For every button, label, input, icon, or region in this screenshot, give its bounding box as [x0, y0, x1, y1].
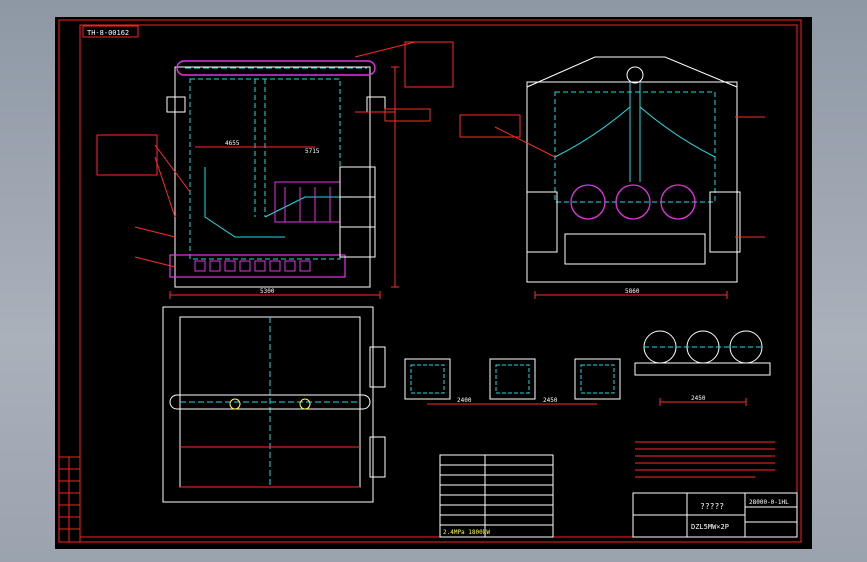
outer-border	[58, 19, 802, 543]
top-drum	[176, 60, 376, 76]
front-inner-dimension: 4655	[225, 140, 240, 147]
section-a	[404, 358, 451, 400]
binding-strip	[58, 456, 81, 543]
title-block-drawing-number: 28000-0-1HL	[749, 499, 789, 506]
side-view: 5860	[459, 56, 765, 299]
spec-table: 2.4MPa 1800kW	[439, 454, 554, 538]
note-box	[384, 108, 431, 122]
front-height-dimension: 5715	[305, 148, 320, 155]
furnace-tube-2	[615, 184, 651, 220]
section-c	[574, 358, 621, 400]
note-box	[404, 41, 454, 88]
boiler-drawing: TH-8-00162	[58, 19, 802, 543]
section-b	[489, 358, 536, 400]
note-box	[459, 114, 521, 138]
plan-drum	[169, 394, 371, 410]
drawing-code-tag: TH-8-00162	[82, 25, 139, 38]
front-width-dimension: 5300	[260, 288, 275, 295]
section-dimension-2: 2450	[543, 397, 558, 404]
section-views: 2400 2450	[404, 358, 621, 405]
title-block-model: DZL5MW×2P	[691, 523, 729, 531]
plan-view	[162, 306, 386, 503]
drum-spacing-dimension: 2450	[691, 395, 706, 402]
top-drum-section	[626, 66, 644, 84]
front-view: 5300 5715 4655	[96, 41, 454, 299]
furnace-tube-3	[660, 184, 696, 220]
title-block-main-title: ?????	[700, 502, 724, 511]
section-dimension-1: 2400	[457, 397, 472, 404]
note-box	[96, 134, 158, 176]
drum-end-view: 2450	[634, 330, 771, 406]
furnace-tube-1	[570, 184, 606, 220]
technical-notes	[635, 441, 775, 478]
inner-border	[79, 24, 798, 538]
spec-table-text: 2.4MPa 1800kW	[443, 529, 490, 536]
drawing-sheet: TH-8-00162	[55, 17, 812, 549]
drawing-code: TH-8-00162	[87, 29, 129, 37]
title-block: ????? 28000-0-1HL DZL5MW×2P	[632, 492, 798, 538]
side-width-dimension: 5860	[625, 288, 640, 295]
